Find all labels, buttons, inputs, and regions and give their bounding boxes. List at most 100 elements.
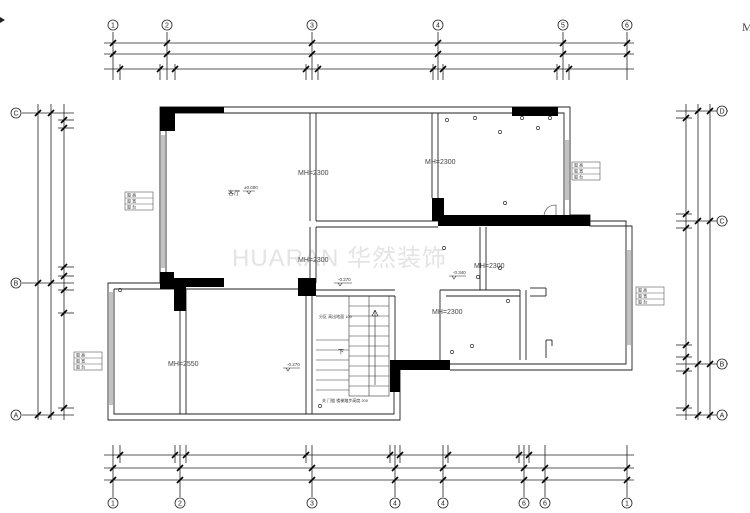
axis-label-bottom: 1 — [625, 501, 629, 508]
window-tag-text: 窗 台 — [76, 364, 85, 370]
annotation-note: 分区 高出地面 100 — [319, 313, 353, 319]
right-ticks — [682, 107, 714, 419]
watermark: HUARAN 华然装饰 — [232, 245, 447, 272]
axis-bubble-bottom — [174, 497, 186, 509]
window-tag-text: 窗 高 — [574, 162, 583, 168]
bottom-ticks — [109, 451, 631, 484]
axis-bubble-top — [107, 19, 119, 31]
axis-bubble-bottom — [518, 497, 530, 509]
axis-label-left: A — [14, 413, 19, 420]
axis-bubble-right — [716, 215, 728, 227]
window-tag-text: 窗 宽 — [76, 358, 85, 364]
window-tag-2: 窗 高 窗 宽 窗 台 — [571, 162, 601, 181]
windows — [109, 135, 631, 405]
axis-bubble-top — [557, 19, 569, 31]
window-tag-text: 窗 高 — [638, 287, 647, 293]
right-axis-bubbles — [716, 105, 728, 421]
axis-label-bottom: 4 — [393, 501, 397, 508]
room-name-label: 客厅 — [228, 189, 240, 197]
solid-walls — [160, 107, 590, 392]
light-icon — [503, 201, 507, 205]
light-icon — [318, 404, 322, 408]
room-height-label: MH=2300 — [425, 159, 456, 166]
stair-direction-label: 下 — [338, 349, 344, 356]
top-axis-bubbles — [107, 19, 633, 31]
axis-bubble-bottom — [621, 497, 633, 509]
light-icon — [470, 344, 474, 348]
column — [174, 287, 186, 311]
axis-bubble-top — [432, 19, 444, 31]
window-tag-3: 窗 高 窗 宽 窗 台 — [635, 287, 665, 306]
light-icon — [498, 130, 502, 134]
axis-bubble-left — [10, 107, 22, 119]
bottom-axis-bubbles — [107, 497, 633, 509]
axis-bubble-bottom — [539, 497, 551, 509]
light-icon — [498, 266, 502, 270]
wall-segment — [174, 278, 224, 287]
axis-bubble-right — [716, 105, 728, 117]
level-symbol-icon — [449, 275, 466, 280]
room-height-label: MH=2300 — [474, 263, 505, 270]
axis-bubble-bottom — [437, 497, 449, 509]
light-icon — [473, 116, 477, 120]
corner-arrow-icon — [0, 17, 5, 23]
left-dimension-lines — [22, 104, 74, 420]
window-tag-text: 窗 宽 — [638, 293, 647, 299]
wall-segment — [160, 107, 224, 113]
window-tag-text: 窗 台 — [574, 174, 583, 180]
axis-bubble-right — [716, 358, 728, 370]
light-icon — [520, 116, 524, 120]
column — [160, 107, 175, 131]
column — [160, 272, 174, 289]
light-icon — [506, 299, 510, 303]
axis-label-left: B — [14, 281, 19, 288]
axis-bubble-left — [10, 409, 22, 421]
axis-bubble-bottom — [389, 497, 401, 509]
axis-label-bottom: 6 — [543, 501, 547, 508]
level-symbol-icon — [283, 367, 300, 372]
ceiling-lights — [118, 116, 552, 408]
room-height-label: MH=2550 — [168, 361, 199, 368]
bottom-dimension-lines — [104, 445, 634, 497]
window-tag-text: 窗 高 — [76, 352, 85, 358]
axis-label-top: 6 — [625, 23, 629, 30]
room-height-label: MH=2300 — [432, 309, 463, 316]
axis-bubble-top — [306, 19, 318, 31]
corner-mark: M — [742, 20, 750, 34]
left-ticks — [34, 109, 68, 419]
axis-label-left: C — [13, 111, 18, 118]
axis-label-top: 1 — [111, 23, 115, 30]
light-icon — [442, 246, 446, 250]
light-icon — [118, 288, 122, 292]
axis-label-bottom: 6 — [522, 501, 526, 508]
axis-label-top: 4 — [436, 23, 440, 30]
axis-label-right: B — [720, 362, 725, 369]
axis-bubble-right — [716, 409, 728, 421]
left-axis-bubbles — [10, 107, 22, 421]
door-swing — [543, 204, 557, 216]
right-dimension-lines — [676, 104, 728, 420]
axis-label-bottom: 1 — [111, 501, 115, 508]
axis-label-bottom: 3 — [310, 501, 314, 508]
axis-label-top: 3 — [310, 23, 314, 30]
level-mark: -0.270 — [287, 362, 300, 367]
light-icon — [450, 350, 454, 354]
wall-segment — [438, 215, 590, 226]
level-mark: -0.270 — [338, 277, 351, 282]
light-icon — [476, 275, 480, 279]
room-height-label: MH=2300 — [298, 257, 329, 264]
staircase — [316, 295, 390, 397]
axis-label-bottom: 4 — [441, 501, 445, 508]
window-tag-text: 窗 高 — [127, 192, 136, 198]
axis-bubble-bottom — [306, 497, 318, 509]
axis-label-right: C — [719, 219, 724, 226]
annotation-note: 关 门槛 楼梯踏步高度 200 — [322, 397, 369, 403]
room-height-label: MH=2300 — [298, 170, 329, 177]
top-dimension-lines — [104, 32, 634, 80]
axis-label-right: A — [720, 413, 725, 420]
axis-label-top: 5 — [561, 23, 565, 30]
window-tag-4: 窗 高 窗 宽 窗 台 — [73, 352, 103, 371]
window-tag-text: 窗 宽 — [127, 198, 136, 204]
